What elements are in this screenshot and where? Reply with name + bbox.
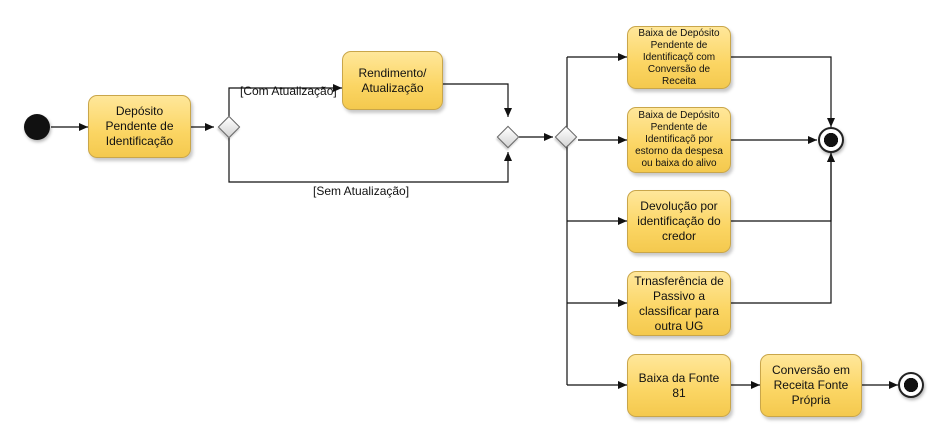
guard-sem-atualizacao: [Sem Atualização] bbox=[313, 184, 410, 198]
edge-decision1-to-rendimento bbox=[228, 84, 342, 116]
node-deposito-pendente: Depósito Pendente de Identificação bbox=[88, 95, 191, 158]
node-devolucao-credor: Devolução por identificação do credor bbox=[627, 190, 731, 253]
node-baixa-fonte-81: Baixa da Fonte 81 bbox=[627, 354, 731, 417]
edge-transferencia-to-end bbox=[731, 153, 835, 304]
edge-devolucao-to-end bbox=[731, 153, 835, 222]
node-baixa-conversao-receita: Baixa de Depósito Pendente de Identifica… bbox=[627, 26, 731, 89]
node-transferencia-passivo: Trnasferência de Passivo a classificar p… bbox=[627, 271, 731, 336]
edge-baixa-conversao-to-end bbox=[731, 56, 835, 127]
guard-com-atualizacao: [Com Atualização] bbox=[240, 84, 337, 98]
edge-decision1-to-merge bbox=[228, 138, 512, 183]
node-baixa-estorno: Baixa de Depósito Pendente de Identifica… bbox=[627, 107, 731, 173]
node-rendimento-atualizacao: Rendimento/ Atualização bbox=[342, 51, 443, 110]
end-node-secondary bbox=[898, 372, 924, 398]
end-node-main bbox=[818, 127, 844, 153]
edge-rendimento-to-merge bbox=[443, 83, 512, 117]
start-node bbox=[24, 114, 50, 140]
node-conversao-receita-fonte: Conversão em Receita Fonte Própria bbox=[760, 354, 862, 417]
